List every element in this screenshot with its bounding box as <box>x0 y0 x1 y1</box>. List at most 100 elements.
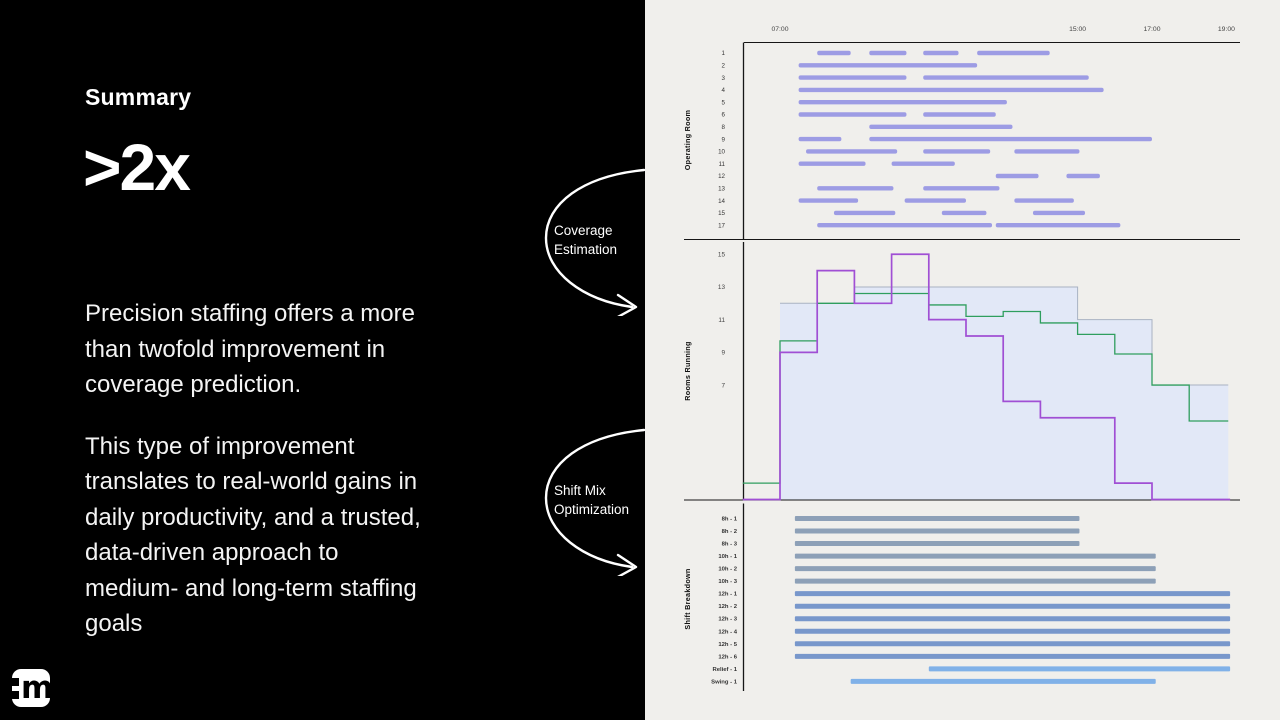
or-gantt-bar <box>798 100 1007 105</box>
chart-ylabel: Rooms Running <box>683 341 692 400</box>
or-gantt-bar <box>904 198 966 203</box>
curved-arrow-icon <box>544 168 646 316</box>
shift-bar <box>794 578 1156 584</box>
or-row-label: 4 <box>722 87 726 94</box>
or-gantt-bar <box>1032 210 1086 216</box>
logo: m <box>12 669 50 707</box>
shift-bar <box>794 528 1080 534</box>
shift-row-label: 12h - 1 <box>718 592 737 598</box>
shift-row-label: 12h - 6 <box>718 654 737 660</box>
time-tick-label: 07:00 <box>771 26 788 33</box>
or-gantt-bar <box>923 75 1089 80</box>
body-paragraph-2: This type of improvement translates to r… <box>85 432 421 638</box>
shift-bar <box>794 553 1156 559</box>
logo-letter: m <box>21 670 50 706</box>
or-gantt-bar <box>869 50 907 56</box>
or-gantt-bar <box>995 223 1121 228</box>
or-row-label: 13 <box>718 186 725 193</box>
coverage-estimation-label: Coverage Estimation <box>554 223 618 257</box>
or-gantt-bar <box>798 63 978 68</box>
stat-headline: >2x <box>83 130 191 204</box>
shift-bar <box>794 653 1231 659</box>
shift-row-label: 10h - 1 <box>718 554 737 560</box>
or-gantt-bar <box>891 161 955 166</box>
purple-step-line <box>742 253 1231 501</box>
or-row-label: 11 <box>719 161 726 168</box>
or-gantt-bar <box>798 75 907 80</box>
shift-bar <box>850 678 1156 684</box>
or-gantt-bar <box>806 149 898 154</box>
or-gantt-bar <box>1014 149 1080 154</box>
or-row-label: 12 <box>718 173 725 180</box>
shift-bar <box>794 566 1156 572</box>
y-tick-label: 13 <box>718 284 726 291</box>
shift-bar <box>794 628 1231 634</box>
body-text: Precision staffing offers a more than tw… <box>85 296 565 642</box>
shift-row-label: 8h - 2 <box>722 529 738 535</box>
time-tick-label: 17:00 <box>1143 26 1160 33</box>
shift-row-label: 12h - 4 <box>718 629 737 635</box>
y-tick-label: 15 <box>718 251 726 258</box>
or-gantt-bar <box>923 186 1000 191</box>
or-gantt-bar <box>941 210 987 216</box>
or-gantt-bar <box>923 112 996 117</box>
shift-row-label: 10h - 3 <box>718 579 737 585</box>
or-gantt-bar <box>798 112 907 117</box>
shift-bar <box>794 603 1231 609</box>
or-gantt-bar <box>798 87 1104 93</box>
or-row-label: 5 <box>722 99 726 106</box>
or-gantt-bar <box>869 124 1013 129</box>
shift-row-label: 12h - 2 <box>718 604 737 610</box>
or-gantt-bar <box>923 50 959 56</box>
shift-bar <box>794 616 1231 622</box>
or-gantt-bar <box>923 149 991 154</box>
logo-notch-icon <box>12 691 19 699</box>
rooms-area-band <box>780 286 1229 500</box>
or-row-label: 8 <box>722 124 726 131</box>
curved-arrow-icon <box>544 428 646 576</box>
or-row-label: 2 <box>722 63 726 70</box>
y-tick-label: 11 <box>718 317 725 324</box>
shift-bar <box>794 591 1231 597</box>
or-gantt-bar <box>817 186 894 191</box>
summary-heading: Summary <box>85 84 192 110</box>
shift-bar <box>928 666 1231 672</box>
or-gantt-bar <box>817 50 851 56</box>
time-tick-label: 15:00 <box>1069 26 1086 33</box>
shift-mix-optimization-label: Shift Mix Optimization <box>554 483 630 517</box>
or-gantt-bar <box>817 223 993 228</box>
or-gantt-bar <box>995 173 1039 179</box>
or-gantt-bar <box>977 50 1050 56</box>
shift-row-label: 10h - 2 <box>718 567 737 573</box>
or-row-label: 3 <box>722 75 726 82</box>
chart-ylabel: Shift Breakdown <box>683 568 692 629</box>
shift-bar <box>794 541 1080 547</box>
body-paragraph-1: Precision staffing offers a more than tw… <box>85 300 415 398</box>
shift-bar <box>794 641 1231 647</box>
or-row-label: 14 <box>718 198 725 205</box>
or-row-label: 15 <box>718 210 725 217</box>
or-row-label: 9 <box>722 136 726 143</box>
shift-row-label: 12h - 5 <box>718 642 737 648</box>
or-row-label: 1 <box>722 50 726 57</box>
shift-row-label: Swing - 1 <box>711 679 738 685</box>
or-row-label: 17 <box>718 222 725 229</box>
or-gantt-bar <box>869 136 1152 142</box>
or-gantt-bar <box>798 136 842 142</box>
or-gantt-bar <box>798 198 859 203</box>
shift-row-label: 12h - 3 <box>718 617 737 623</box>
or-gantt-bar <box>1014 198 1074 203</box>
logo-notch-icon <box>12 678 19 686</box>
time-tick-label: 19:00 <box>1218 26 1235 33</box>
shift-row-label: Relief - 1 <box>712 667 737 673</box>
shift-row-label: 8h - 1 <box>722 517 738 523</box>
left-panel: Summary >2x Precision staffing offers a … <box>0 0 646 720</box>
or-gantt-bar <box>833 210 896 216</box>
shift-row-label: 8h - 3 <box>722 542 738 548</box>
y-tick-label: 9 <box>721 350 725 357</box>
or-gantt-bar <box>1066 173 1100 179</box>
chart-ylabel: Operating Room <box>683 110 692 171</box>
or-row-label: 6 <box>722 112 726 119</box>
